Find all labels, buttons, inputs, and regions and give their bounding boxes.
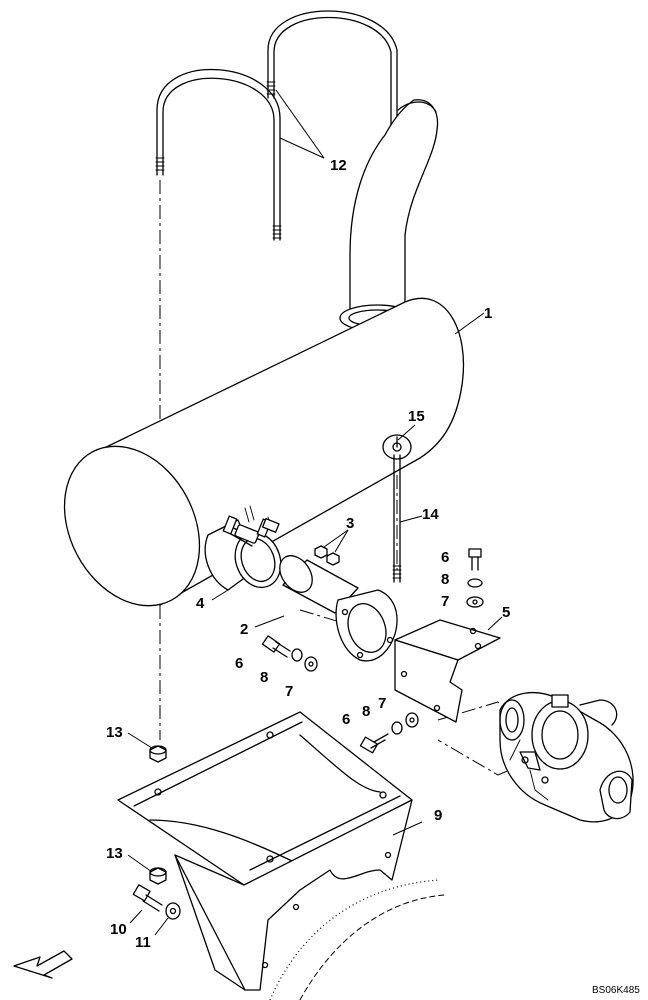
callout-6-left: 6 [235,655,243,672]
callout-8-upper: 8 [441,571,449,588]
nut-13-lower [149,867,167,885]
callout-8-left: 8 [260,669,268,686]
callout-7-upper: 7 [441,593,449,610]
callout-7-lower: 7 [378,695,386,712]
callout-14: 14 [422,506,439,523]
callout-6-upper: 6 [441,549,449,566]
leader-lines [127,89,503,936]
callout-12: 12 [330,157,347,174]
callout-9: 9 [434,807,442,824]
callout-5: 5 [502,604,510,621]
callout-6-lower: 6 [342,711,350,728]
bolt-set-left [261,635,318,672]
heat-shield [117,711,413,991]
callout-13-lower: 13 [106,845,123,862]
callout-2: 2 [240,621,248,638]
muffler-body [63,297,465,607]
callout-11: 11 [135,934,151,951]
callout-15: 15 [408,408,425,425]
engine-outline [269,879,446,1000]
washer-11 [165,902,181,920]
callout-3: 3 [346,515,354,532]
bracket [394,619,501,723]
arrow-down-left-icon [13,950,73,979]
bolt-set-upper [466,548,484,608]
drawing-code: BS06K485 [592,985,640,996]
callout-10: 10 [110,921,127,938]
nut-13-upper [149,745,167,763]
callout-1: 1 [484,305,492,322]
callout-4: 4 [196,595,205,612]
nuts [314,545,340,566]
turbocharger [499,691,634,823]
callout-labels: 12 1 15 14 3 6 8 7 4 5 2 6 8 7 7 8 6 13 … [106,157,510,951]
u-bolt-lower [155,68,282,241]
tailpipe [339,99,439,332]
bolt-10 [132,884,163,912]
muffler-inlet-and-clamp [204,505,282,591]
u-bolt-upper [266,10,399,191]
callout-8-lower: 8 [362,703,370,720]
connecting-pipe [279,555,398,662]
callout-13-upper: 13 [106,724,123,741]
drain-rod [392,454,402,583]
callout-7-left: 7 [285,683,293,700]
bolt-set-lower [359,712,419,754]
